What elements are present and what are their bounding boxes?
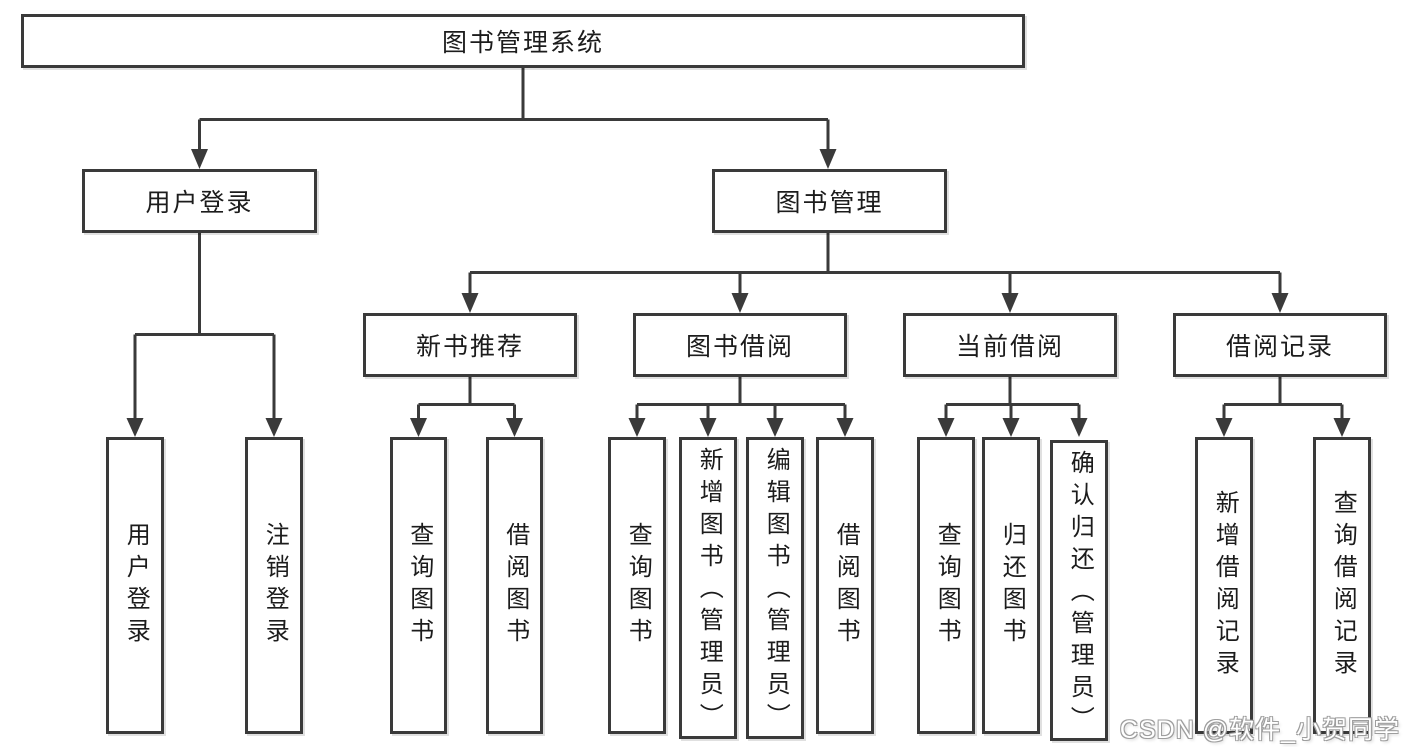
node-bb-edit-books-admin: 编辑图书（管理员） xyxy=(746,437,804,739)
arrowhead-down-icon xyxy=(126,418,144,437)
arrowhead-down-icon xyxy=(410,418,427,437)
node-label: 图书管理系统 xyxy=(441,29,604,57)
arrowhead-down-icon xyxy=(1271,293,1289,313)
node-new-book-recommend: 新书推荐 xyxy=(363,313,577,377)
arrowhead-down-icon xyxy=(699,418,717,437)
arrowhead-down-icon xyxy=(265,418,283,437)
node-label: 查询图书 xyxy=(405,521,433,650)
node-bb-borrow-books: 借阅图书 xyxy=(816,437,874,734)
arrowhead-down-icon xyxy=(836,418,854,437)
node-br-add-borrow-record: 新增借阅记录 xyxy=(1195,437,1253,734)
node-label: 查询图书 xyxy=(624,521,652,650)
node-bb-add-books-admin: 新增图书（管理员） xyxy=(679,437,737,739)
node-label: 新增图书（管理员） xyxy=(695,447,723,735)
connector-line xyxy=(468,233,1282,294)
node-label: 图书管理 xyxy=(775,189,884,217)
connector-line xyxy=(635,377,847,419)
arrowhead-down-icon xyxy=(191,149,208,169)
node-library-management-system: 图书管理系统 xyxy=(21,14,1025,68)
watermark-text: CSDN @软件_小贺同学 xyxy=(1119,716,1400,744)
node-label: 图书借阅 xyxy=(685,333,794,361)
node-book-management: 图书管理 xyxy=(712,169,947,233)
node-nbr-borrow-books: 借阅图书 xyxy=(486,437,543,734)
node-label: 用户登录 xyxy=(122,521,150,650)
arrowhead-down-icon xyxy=(1070,418,1088,437)
node-label: 用户登录 xyxy=(145,189,254,217)
node-nbr-query-books: 查询图书 xyxy=(390,437,447,734)
arrowhead-down-icon xyxy=(1001,293,1019,313)
connector-line xyxy=(198,68,830,150)
arrowhead-down-icon xyxy=(1333,418,1351,437)
node-cb-query-books: 查询图书 xyxy=(917,437,975,734)
node-cb-return-books: 归还图书 xyxy=(982,437,1040,734)
connector-line xyxy=(133,233,276,419)
node-label: 借阅图书 xyxy=(501,521,529,650)
arrowhead-down-icon xyxy=(628,418,646,437)
node-label: 确认归还（管理员） xyxy=(1066,450,1094,738)
node-label: 新书推荐 xyxy=(415,333,524,361)
node-label: 查询借阅记录 xyxy=(1329,489,1357,682)
arrowhead-down-icon xyxy=(1215,418,1233,437)
arrowhead-down-icon xyxy=(731,293,749,313)
node-label: 编辑图书（管理员） xyxy=(762,447,790,735)
connector-line xyxy=(1222,377,1344,419)
arrowhead-down-icon xyxy=(937,418,955,437)
arrowhead-down-icon xyxy=(506,418,523,437)
node-book-borrowing: 图书借阅 xyxy=(633,313,847,377)
arrowhead-down-icon xyxy=(766,418,784,437)
node-label: 借阅记录 xyxy=(1225,333,1334,361)
connector-line xyxy=(417,377,516,419)
node-label: 当前借阅 xyxy=(955,333,1064,361)
node-label: 查询图书 xyxy=(933,521,961,650)
arrowhead-down-icon xyxy=(1002,418,1020,437)
node-bb-query-books: 查询图书 xyxy=(608,437,666,734)
node-label: 归还图书 xyxy=(998,521,1026,650)
node-ul-logout: 注销登录 xyxy=(245,437,303,734)
node-label: 借阅图书 xyxy=(832,521,860,650)
arrowhead-down-icon xyxy=(461,293,479,313)
arrowhead-down-icon xyxy=(819,149,837,169)
node-borrow-records: 借阅记录 xyxy=(1173,313,1387,377)
node-ul-user-login: 用户登录 xyxy=(106,437,164,734)
node-br-query-borrow-record: 查询借阅记录 xyxy=(1313,437,1371,734)
node-user-login: 用户登录 xyxy=(82,169,317,233)
connector-line xyxy=(944,377,1081,419)
node-label: 新增借阅记录 xyxy=(1211,489,1239,682)
node-label: 注销登录 xyxy=(261,521,289,650)
node-cb-confirm-return-admin: 确认归还（管理员） xyxy=(1050,440,1108,741)
node-current-borrowing: 当前借阅 xyxy=(903,313,1117,377)
